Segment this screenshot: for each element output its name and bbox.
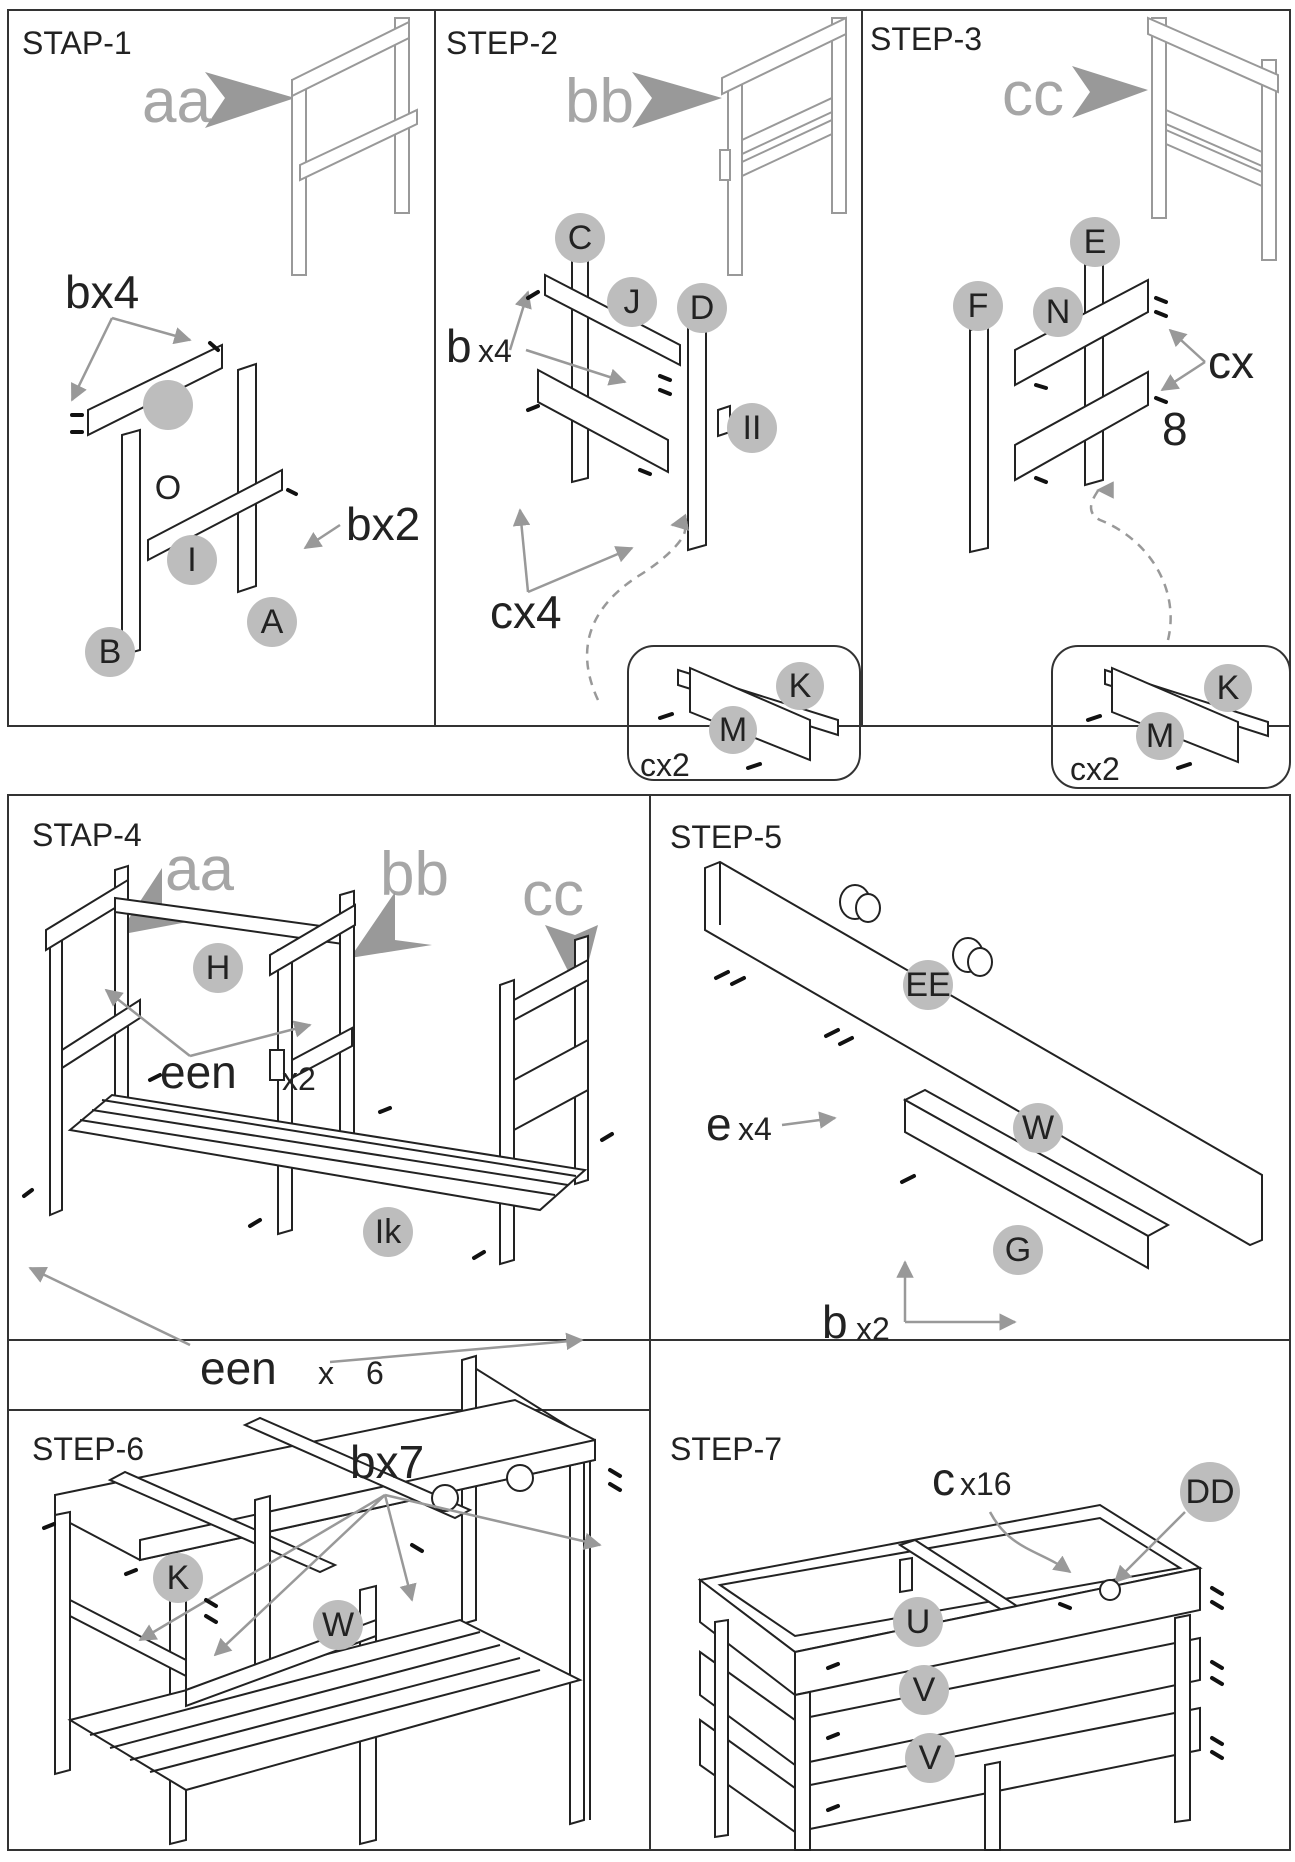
step-4-title: STAP-4 <box>32 817 142 853</box>
knob-icon <box>839 884 993 977</box>
step-6-title: STEP-6 <box>32 1431 144 1467</box>
part-K: K <box>789 667 812 705</box>
hw-s2-box-c: cx2 <box>640 747 690 783</box>
part-M: M <box>719 711 747 749</box>
hw-s5-e-qty: x4 <box>738 1111 772 1147</box>
part-B: B <box>99 633 122 671</box>
hw-s6-b: bx7 <box>350 1436 424 1488</box>
part-M-s3: M <box>1146 717 1174 755</box>
hw-s2-c: cx4 <box>490 586 562 638</box>
panel-frames <box>7 9 1291 1851</box>
part-V-2: V <box>919 1739 942 1777</box>
s3-box-parts: K M cx2 <box>1070 664 1269 787</box>
step-6: STEP-6 K W bx7 <box>32 1354 622 1846</box>
hw-s3-8: 8 <box>1162 403 1188 455</box>
part-bubble-blank <box>143 380 193 430</box>
frame-cc-label-s4: cc <box>522 860 584 929</box>
hw-s2-b-qty: x4 <box>478 333 512 369</box>
step-5-title: STEP-5 <box>670 819 782 855</box>
part-N: N <box>1046 293 1071 331</box>
step-1: STAP-1 aa bx4 O I bx2 A B <box>22 17 420 677</box>
arrow-shape <box>205 72 295 128</box>
part-V-1: V <box>913 1671 936 1709</box>
step-5: STEP-5 EE W G e x4 b x2 <box>670 819 1263 1348</box>
hw-s1-mid: bx2 <box>346 498 420 550</box>
frame-bb-label: bb <box>565 67 634 136</box>
part-DD: DD <box>1185 1473 1234 1511</box>
step-3: STEP-3 cc F E N cx 8 <box>870 16 1279 787</box>
part-F: F <box>968 287 989 325</box>
part-E: E <box>1084 223 1107 261</box>
part-EE: EE <box>905 966 950 1004</box>
frame-cc-preview <box>1147 16 1279 261</box>
frame-bb-preview <box>719 16 847 276</box>
s2-box-parts: K M cx2 <box>640 662 839 783</box>
hw-s7-c-qty: x16 <box>960 1466 1012 1502</box>
frame-cc-label: cc <box>1002 60 1064 129</box>
part-K-s6: K <box>167 1559 190 1597</box>
part-K-s3: K <box>1217 669 1240 707</box>
hw-s5-b: b <box>822 1296 848 1348</box>
step-7: STEP-7 U V V DD c x16 <box>670 1431 1240 1851</box>
part-J: J <box>624 283 641 321</box>
frame-aa-preview <box>291 17 418 276</box>
part-H: H <box>206 949 231 987</box>
part-U: U <box>906 1603 931 1641</box>
hw-s2-b: b <box>446 320 472 372</box>
part-C: C <box>568 219 593 257</box>
part-G: G <box>1005 1231 1031 1269</box>
frame-aa-label-s4: aa <box>165 835 234 904</box>
hw-s5-b-qty: x2 <box>856 1311 890 1347</box>
hw-s4-x: x <box>318 1355 334 1391</box>
hw-s5-e: e <box>706 1098 732 1150</box>
frame-aa-label: aa <box>142 67 211 136</box>
hw-s3-c: cx <box>1208 336 1254 388</box>
part-I: I <box>187 541 196 579</box>
step-4: STAP-4 aa bb cc H Ik een x2 <box>22 817 614 1394</box>
hw-s4-6: 6 <box>366 1355 384 1391</box>
frame-bb-label-s4: bb <box>380 840 449 909</box>
hw-s1-top: bx4 <box>65 266 139 318</box>
step-1-title: STAP-1 <box>22 25 132 61</box>
part-O: O <box>155 469 181 507</box>
part-II: II <box>743 409 762 447</box>
step-2: STEP-2 bb C J D II b x4 cx4 <box>446 16 847 783</box>
hw-s4-een-bottom: een <box>200 1342 277 1394</box>
part-W: W <box>1022 1109 1054 1147</box>
hw-s3-box-c: cx2 <box>1070 751 1120 787</box>
hw-s7-c: c <box>932 1453 955 1505</box>
part-D: D <box>690 289 715 327</box>
hw-s4-een-qty: x2 <box>282 1061 316 1097</box>
part-A: A <box>261 603 284 641</box>
step-2-title: STEP-2 <box>446 25 558 61</box>
part-W-s6: W <box>322 1606 354 1644</box>
part-Ik: Ik <box>375 1213 402 1251</box>
step-7-title: STEP-7 <box>670 1431 782 1467</box>
step-3-title: STEP-3 <box>870 21 982 57</box>
